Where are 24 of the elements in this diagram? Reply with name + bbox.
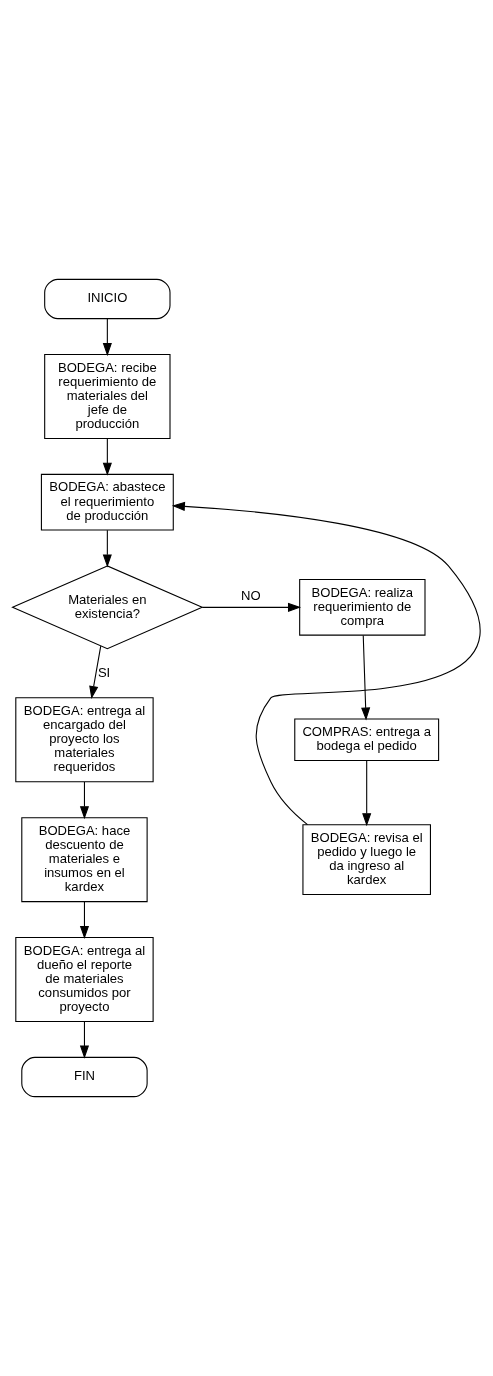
node-box: BODEGA: realiza requerimiento de compra [299,579,426,636]
edge-label: SI [97,664,111,680]
node-box: COMPRAS: entrega a bodega el pedido [294,718,440,761]
arrow [171,501,481,826]
arrow [79,781,90,820]
edge-label: NO [241,588,261,604]
node-box: BODEGA: entrega al dueño el reporte de materiales consumidos por proyecto [15,937,154,1022]
node-box: BODEGA: revisa el pedido y luego le da ingreso al kardex [302,824,431,896]
arrow [102,529,112,568]
node-box: FIN [21,1056,148,1098]
node-box: INICIO [44,278,171,320]
arrow [79,1021,90,1059]
arrow [79,901,90,940]
node-box: BODEGA: entrega al encargado del proyecto los materiales requeridos [15,697,154,783]
arrow [362,760,372,827]
node-diamond: Materiales en existencia? [11,565,204,650]
node-box: BODEGA: recibe requerimiento de materiales del jefe de producción [44,354,171,439]
arrow [89,645,102,700]
node-box: BODEGA: hace descuento de materiales e insumos en el kardex [21,817,148,903]
arrow [361,634,371,721]
arrow [102,318,112,357]
arrow [201,602,302,612]
node-box: BODEGA: abastece el requerimiento de producción [40,473,174,531]
arrow [102,437,112,476]
